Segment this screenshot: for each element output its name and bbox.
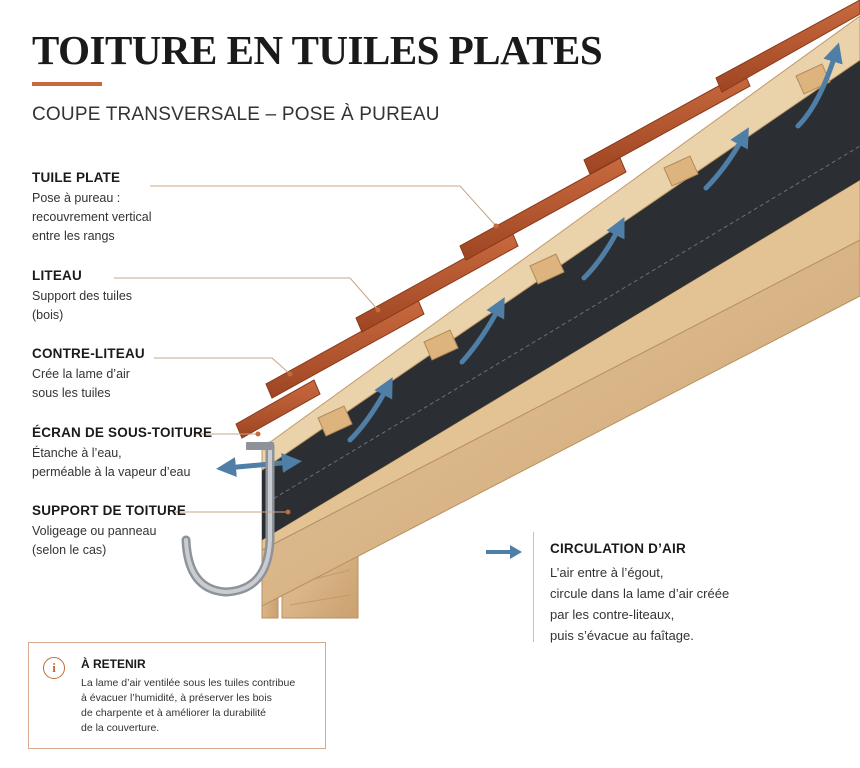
label-desc: Voligeage ou panneau (selon le cas) [32, 524, 157, 557]
roof-support-board [261, 179, 860, 551]
gutter [181, 441, 275, 597]
note-title: À RETENIR [81, 657, 146, 671]
legend-desc: L’air entre à l’égout, circule dans la l… [550, 565, 730, 643]
eave-air-arrow [216, 452, 302, 478]
air-flow-legend-arrow-icon [486, 545, 522, 559]
battens [317, 63, 831, 437]
leader-dots [255, 223, 499, 515]
title-underline [32, 82, 102, 86]
flat-tiles [235, 0, 860, 439]
membrane-seam [267, 145, 860, 503]
label-title: SUPPORT DE TOITURE [32, 503, 187, 518]
label-contre-liteau: CONTRE-LITEAU Crée la lame d’air sous le… [32, 346, 145, 403]
label-liteau: LITEAU Support des tuiles (bois) [32, 268, 132, 325]
label-desc: Crée la lame d’air sous les tuiles [32, 367, 130, 400]
air-flow-arrows [347, 42, 843, 443]
label-desc: Support des tuiles (bois) [32, 289, 133, 322]
label-tuile-plate: TUILE PLATE Pose à pureau : recouvrement… [32, 170, 152, 246]
label-title: CONTRE-LITEAU [32, 346, 145, 361]
legend-title: CIRCULATION D’AIR [550, 541, 686, 556]
label-support-toiture: SUPPORT DE TOITURE Voligeage ou panneau … [32, 503, 186, 560]
legend-separator [533, 532, 534, 642]
label-title: ÉCRAN DE SOUS-TOITURE [32, 425, 213, 440]
info-icon: i [43, 657, 65, 679]
label-title: LITEAU [32, 268, 82, 283]
label-title: TUILE PLATE [32, 170, 121, 185]
air-flow-legend: CIRCULATION D’AIR L’air entre à l’égout,… [550, 541, 729, 646]
key-takeaway-box: i À RETENIR La lame d’air ventilée sous … [28, 642, 326, 749]
page-title: TOITURE EN TUILES PLATES [32, 27, 603, 73]
label-ecran-sous-toiture: ÉCRAN DE SOUS-TOITURE Étanche à l’eau, p… [32, 425, 212, 482]
note-body: La lame d’air ventilée sous les tuiles c… [81, 677, 296, 734]
label-desc: Étanche à l’eau, perméable à la vapeur d… [32, 446, 191, 479]
label-desc: Pose à pureau : recouvrement vertical en… [32, 191, 152, 243]
leader-lines [114, 185, 497, 513]
page-subtitle: COUPE TRANSVERSALE – POSE À PUREAU [32, 104, 440, 125]
